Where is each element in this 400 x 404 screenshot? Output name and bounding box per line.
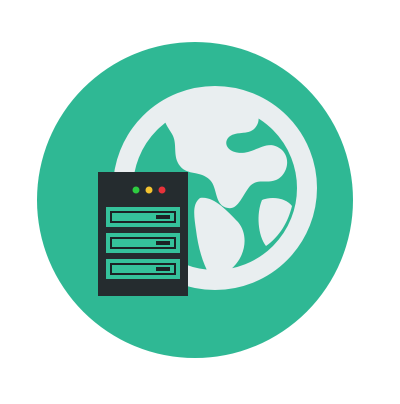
globe-continent-south — [194, 197, 245, 277]
drive-bay-3 — [106, 259, 180, 279]
status-led-red — [158, 186, 166, 194]
status-led-green — [132, 186, 140, 194]
globe-continent-east — [258, 198, 292, 246]
drive-bay-2 — [106, 233, 180, 253]
globe-continent-north — [164, 98, 288, 209]
drive-bay-1 — [106, 207, 180, 227]
server-icon — [98, 172, 188, 296]
status-led-yellow — [145, 186, 153, 194]
